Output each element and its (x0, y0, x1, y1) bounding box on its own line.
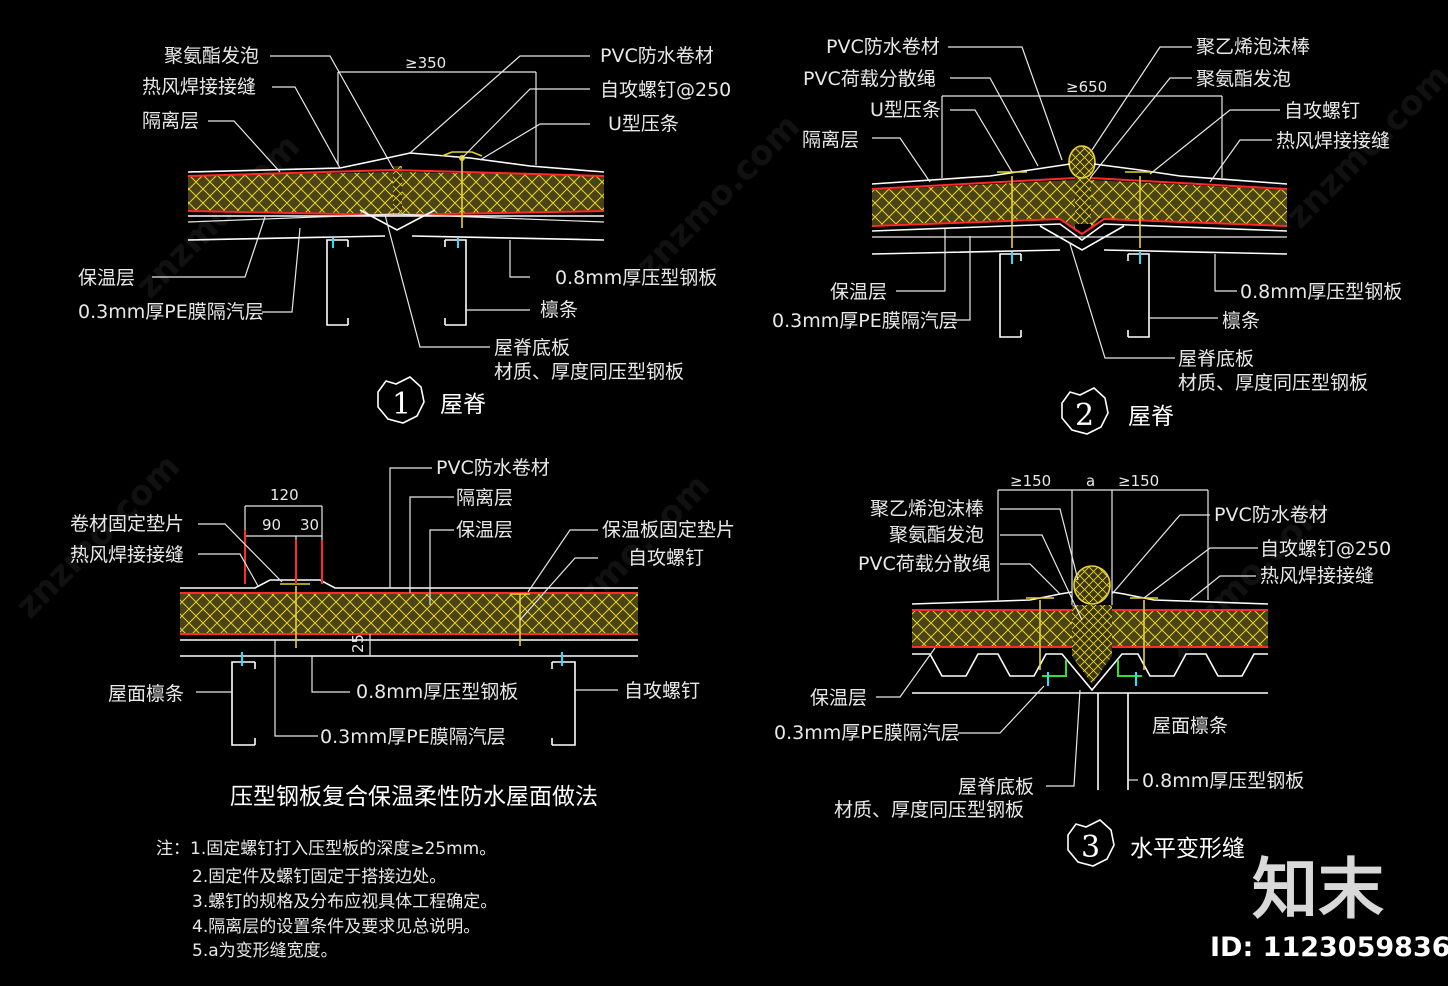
drawing-title: 压型钢板复合保温柔性防水屋面做法 (230, 784, 598, 810)
detail-2: ≥650 PVC防水卷材 PVC荷载分散绳 U型压条 隔离层 聚乙烯泡沫棒 聚氨… (772, 36, 1402, 435)
label-ridge-1: 屋脊底板 (958, 776, 1034, 798)
insulation-layer (188, 172, 393, 214)
detail-3: ≥150 a ≥150 聚乙烯泡沫棒 聚氨酯发泡 PVC荷载分散绳 PVC防水卷… (774, 472, 1391, 867)
note-line: 2.固定件及螺钉固定于搭接边处。 (192, 867, 446, 887)
watermark-id: ID: 1123059836 (1210, 932, 1448, 963)
label-pe-rod: 聚乙烯泡沫棒 (870, 498, 984, 520)
label-pe-film: 0.3mm厚PE膜隔汽层 (774, 722, 960, 744)
label-isolation: 隔离层 (456, 487, 513, 509)
note-line: 5.a为变形缝宽度。 (192, 941, 338, 961)
watermark-brand: 知末 (1252, 851, 1384, 928)
label-screw: 自攻螺钉@250 (600, 79, 731, 101)
note-line: 4.隔离层的设置条件及要求见总说明。 (192, 917, 480, 937)
label-insulation: 保温层 (830, 281, 887, 303)
pu-foam-fill (1075, 178, 1091, 224)
label-isolation: 隔离层 (802, 129, 859, 151)
label-purlin: 屋面檩条 (1152, 715, 1228, 737)
label-isolation: 隔离层 (142, 110, 199, 132)
label-insulation: 保温层 (78, 267, 135, 289)
dim-30: 30 (300, 516, 319, 534)
detail-number: 1 (392, 387, 411, 422)
insulation-layer (912, 611, 1072, 647)
label-steel: 0.8mm厚压型钢板 (1240, 281, 1402, 303)
label-rope: PVC荷载分散绳 (858, 553, 991, 575)
pu-foam-fill (1072, 605, 1112, 684)
detail-main: 120 90 30 25 PVC防水卷材 隔离层 保温层 卷材固定垫片 热风焊接… (70, 457, 735, 810)
pe-rod (1073, 565, 1111, 605)
label-pu-foam: 聚氨酯发泡 (164, 45, 259, 67)
label-steel: 0.8mm厚压型钢板 (356, 681, 518, 703)
label-screw: 自攻螺钉@250 (1260, 538, 1391, 560)
label-insulation: 保温层 (456, 519, 513, 541)
dim-right: ≥150 (1118, 472, 1159, 490)
label-ridge-1: 屋脊底板 (494, 337, 570, 359)
label-steel: 0.8mm厚压型钢板 (1142, 770, 1304, 792)
insulation-layer (180, 594, 638, 634)
dim-120: 120 (270, 486, 299, 504)
label-purlin: 檩条 (1222, 310, 1260, 332)
label-purlin: 屋面檩条 (108, 683, 184, 705)
detail-1: ≥350 聚氨酯发泡 热风焊接接缝 隔离层 保温层 0.3mm厚PE膜隔汽层 P… (78, 45, 731, 424)
label-weld: 热风焊接接缝 (70, 544, 184, 566)
dim-350: ≥350 (405, 54, 446, 72)
label-screw: 自攻螺钉 (628, 547, 704, 569)
label-screw: 自攻螺钉 (1284, 100, 1360, 122)
watermark-tile: znzmo.com (8, 446, 188, 626)
label-screw-2: 自攻螺钉 (624, 680, 700, 702)
label-ridge-2: 材质、厚度同压型钢板 (834, 799, 1024, 821)
label-rope: PVC荷载分散绳 (803, 68, 936, 90)
pu-foam-fill (393, 166, 402, 214)
label-ridge-2: 材质、厚度同压型钢板 (494, 361, 684, 383)
insulation-layer (1112, 611, 1268, 647)
label-pu-foam: 聚氨酯发泡 (1196, 68, 1291, 90)
dim-650: ≥650 (1066, 78, 1107, 96)
label-steel: 0.8mm厚压型钢板 (555, 267, 717, 289)
detail-number: 3 (1081, 830, 1100, 865)
dim-a: a (1086, 472, 1095, 490)
label-pe-film: 0.3mm厚PE膜隔汽层 (772, 310, 958, 332)
notes: 注：1.固定螺钉打入压型板的深度≥25mm。 2.固定件及螺钉固定于搭接边处。 … (156, 839, 497, 961)
label-u-strip: U型压条 (608, 113, 679, 135)
label-weld: 热风焊接接缝 (1260, 565, 1374, 587)
label-pe-rod: 聚乙烯泡沫棒 (1196, 36, 1310, 58)
label-pu-foam: 聚氨酯发泡 (889, 524, 984, 546)
label-ridge-1: 屋脊底板 (1178, 348, 1254, 370)
watermark: 知末 ID: 1123059836 (1210, 851, 1448, 963)
label-pad: 卷材固定垫片 (70, 513, 184, 535)
detail-title: 屋脊 (440, 392, 486, 418)
label-weld: 热风焊接接缝 (142, 76, 256, 98)
dim-90: 90 (262, 516, 281, 534)
label-pvc: PVC防水卷材 (436, 457, 550, 479)
detail-title: 水平变形缝 (1130, 836, 1245, 862)
detail-title: 屋脊 (1128, 404, 1174, 430)
dim-25: 25 (349, 634, 367, 653)
label-pe-film: 0.3mm厚PE膜隔汽层 (320, 726, 506, 748)
label-pvc: PVC防水卷材 (826, 36, 940, 58)
label-board-pad: 保温板固定垫片 (602, 519, 735, 541)
insulation-layer (402, 172, 604, 214)
label-purlin: 檩条 (540, 299, 578, 321)
label-weld: 热风焊接接缝 (1276, 130, 1390, 152)
note-line: 注：1.固定螺钉打入压型板的深度≥25mm。 (156, 839, 496, 859)
label-pvc: PVC防水卷材 (1214, 504, 1328, 526)
dim-left: ≥150 (1010, 472, 1051, 490)
note-line: 3.螺钉的规格及分布应视具体工程确定。 (192, 892, 497, 912)
detail-number: 2 (1075, 398, 1094, 433)
label-insulation: 保温层 (810, 687, 867, 709)
label-pvc: PVC防水卷材 (600, 45, 714, 67)
pe-rod (1068, 145, 1096, 179)
label-u-strip: U型压条 (870, 99, 941, 121)
insulation-layer (872, 180, 1075, 228)
label-pe-film: 0.3mm厚PE膜隔汽层 (78, 301, 264, 323)
label-ridge-2: 材质、厚度同压型钢板 (1178, 372, 1368, 394)
